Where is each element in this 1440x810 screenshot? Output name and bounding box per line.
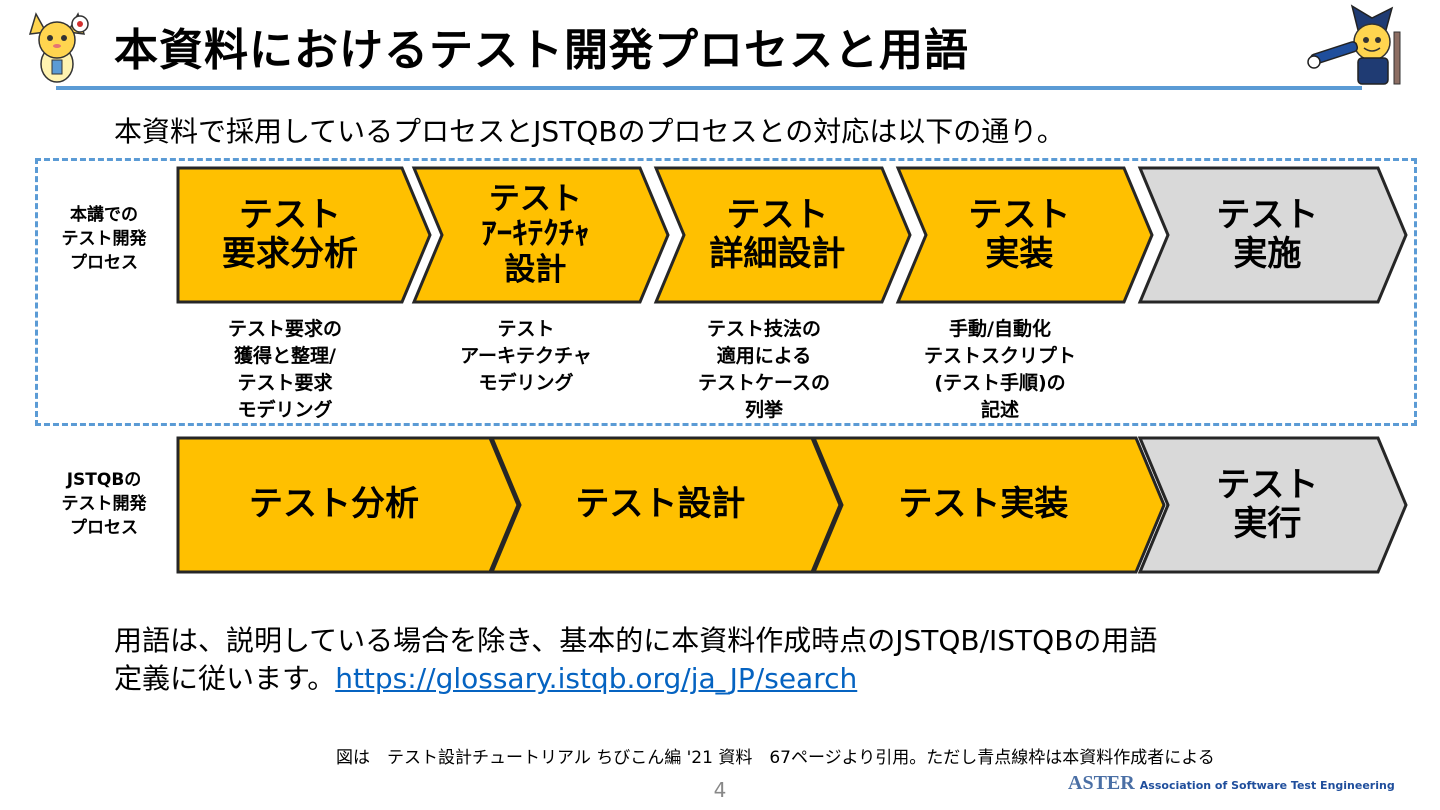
jstqb-stage-label: テスト設計 [509, 438, 812, 572]
glossary-link[interactable]: https://glossary.istqb.org/ja_JP/search [335, 662, 857, 695]
course-stage-label: テスト実装 [915, 168, 1124, 302]
aster-logo-text: ASTER [1068, 772, 1135, 794]
stage-description: テスト要求の獲得と整理/テスト要求モデリング [165, 316, 405, 424]
stage-description: テストアーキテクチャモデリング [406, 316, 646, 397]
aster-logo: ASTER Association of Software Test Engin… [1068, 772, 1395, 795]
jstqb-stage-label: テスト分析 [178, 438, 490, 572]
course-stage-label: テスト詳細設計 [673, 168, 882, 302]
jstqb-stage-label: テスト実行 [1157, 438, 1378, 572]
course-stage-label: テスト実施 [1157, 168, 1378, 302]
stage-description: 手動/自動化テストスクリプト(テスト手順)の記述 [880, 316, 1120, 424]
course-stage-label: テスト要求分析 [178, 168, 402, 302]
stage-description: テスト技法の適用によるテストケースの列挙 [644, 316, 884, 424]
jstqb-stage-label: テスト実装 [831, 438, 1136, 572]
course-stage-label: テストｱｰｷﾃｸﾁｬ設計 [431, 168, 640, 302]
terminology-note: 用語は、説明している場合を除き、基本的に本資料作成時点のJSTQB/ISTQBの… [114, 622, 1157, 698]
figure-credit: 図は テスト設計チュートリアル ちびこん編 '21 資料 67ページより引用。た… [336, 743, 1215, 768]
page-number: 4 [700, 778, 740, 802]
aster-logo-subtitle: Association of Software Test Engineering [1140, 779, 1395, 792]
